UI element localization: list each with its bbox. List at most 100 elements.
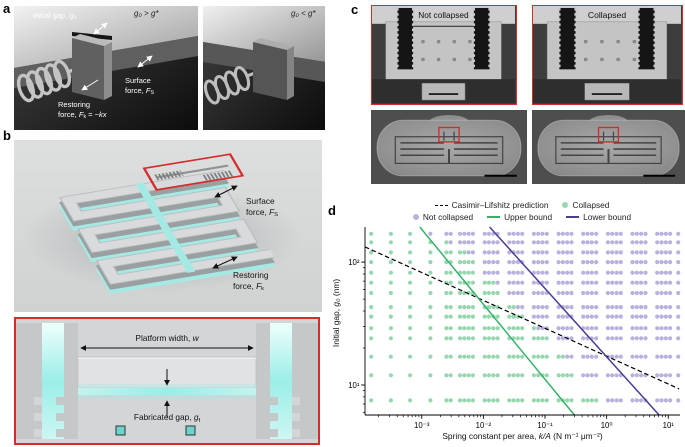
data-point bbox=[663, 280, 668, 285]
data-point bbox=[560, 280, 565, 285]
data-point bbox=[565, 305, 570, 310]
data-point bbox=[589, 270, 594, 275]
zoom-region-highlight bbox=[597, 126, 620, 143]
data-point bbox=[556, 373, 561, 378]
panel-d-letter: d bbox=[328, 203, 336, 218]
y-tick-label: 10² bbox=[348, 258, 360, 267]
data-point bbox=[388, 326, 393, 331]
data-point bbox=[618, 270, 623, 275]
axes bbox=[361, 227, 680, 419]
data-point bbox=[630, 398, 635, 403]
data-point bbox=[655, 326, 660, 331]
x-tick-label: 10⁰ bbox=[601, 421, 613, 430]
data-point bbox=[585, 354, 590, 359]
data-point bbox=[482, 336, 487, 341]
data-point bbox=[520, 270, 525, 275]
data-point bbox=[491, 373, 496, 378]
data-point bbox=[486, 354, 491, 359]
data-point bbox=[462, 373, 467, 378]
data-point bbox=[507, 250, 512, 255]
data-point bbox=[466, 326, 471, 331]
data-point bbox=[486, 314, 491, 319]
data-point bbox=[531, 280, 536, 285]
etch-holes bbox=[421, 39, 472, 62]
data-point bbox=[515, 354, 520, 359]
data-point bbox=[495, 305, 500, 310]
data-point bbox=[540, 305, 545, 310]
data-point bbox=[605, 398, 610, 403]
data-point bbox=[655, 398, 660, 403]
data-point bbox=[594, 280, 599, 285]
data-point bbox=[428, 354, 433, 359]
data-point bbox=[536, 290, 541, 296]
data-point bbox=[388, 354, 393, 359]
data-point bbox=[581, 240, 586, 245]
data-point bbox=[655, 314, 660, 319]
data-point bbox=[610, 305, 615, 310]
data-point bbox=[448, 270, 453, 275]
data-point bbox=[655, 231, 660, 236]
data-point bbox=[618, 240, 623, 245]
y-axis-label: Initial gap, g₀ (nm) bbox=[331, 278, 341, 348]
data-point bbox=[639, 250, 644, 255]
data-point bbox=[462, 354, 467, 359]
data-point bbox=[668, 336, 673, 341]
data-point bbox=[605, 240, 610, 245]
data-point bbox=[491, 250, 496, 255]
data-point bbox=[610, 270, 615, 275]
comb-spring-left bbox=[154, 170, 184, 181]
data-point bbox=[428, 373, 433, 378]
data-point bbox=[605, 231, 610, 236]
data-point bbox=[610, 354, 615, 359]
data-point bbox=[444, 326, 449, 331]
data-point bbox=[634, 250, 639, 255]
data-point bbox=[470, 354, 475, 359]
data-point bbox=[630, 290, 635, 296]
data-point bbox=[560, 240, 565, 245]
data-point bbox=[544, 231, 549, 236]
data-point bbox=[428, 260, 433, 265]
data-point bbox=[495, 240, 500, 245]
data-point bbox=[659, 260, 664, 265]
data-point bbox=[495, 354, 500, 359]
chart-legend-row-2: Not collapsed Upper bound Lower bound bbox=[359, 212, 685, 222]
data-point bbox=[388, 373, 393, 378]
data-point bbox=[544, 240, 549, 245]
data-point bbox=[556, 326, 561, 331]
chart-lines bbox=[364, 226, 680, 416]
data-point bbox=[605, 305, 610, 310]
comb-spring-right bbox=[202, 170, 235, 181]
data-point bbox=[448, 240, 453, 245]
data-point bbox=[470, 305, 475, 310]
data-point bbox=[495, 373, 500, 378]
data-point bbox=[544, 336, 549, 341]
data-point bbox=[536, 336, 541, 341]
data-point bbox=[581, 398, 586, 403]
data-point bbox=[511, 373, 516, 378]
data-point bbox=[540, 354, 545, 359]
data-point bbox=[659, 270, 664, 275]
data-point bbox=[491, 280, 496, 285]
data-point bbox=[614, 305, 619, 310]
data-point bbox=[618, 290, 623, 296]
data-point bbox=[663, 290, 668, 296]
data-point bbox=[634, 290, 639, 296]
data-point bbox=[565, 270, 570, 275]
data-point bbox=[495, 260, 500, 265]
data-point bbox=[659, 231, 664, 236]
serpentine-spring-device-illustration bbox=[14, 140, 322, 312]
data-point bbox=[556, 354, 561, 359]
sem-overview-collapsed bbox=[532, 110, 685, 184]
initial-gap-label: Initial gap, g₀ bbox=[33, 11, 77, 20]
data-point bbox=[388, 280, 393, 285]
data-point bbox=[515, 260, 520, 265]
data-point bbox=[462, 326, 467, 331]
data-point bbox=[676, 305, 681, 310]
regime-label-right: g₀ < g* bbox=[291, 9, 316, 18]
data-point bbox=[630, 326, 635, 331]
oxide-channel bbox=[270, 323, 292, 439]
data-point bbox=[594, 336, 599, 341]
bridge-region bbox=[142, 153, 245, 191]
data-point bbox=[536, 373, 541, 378]
